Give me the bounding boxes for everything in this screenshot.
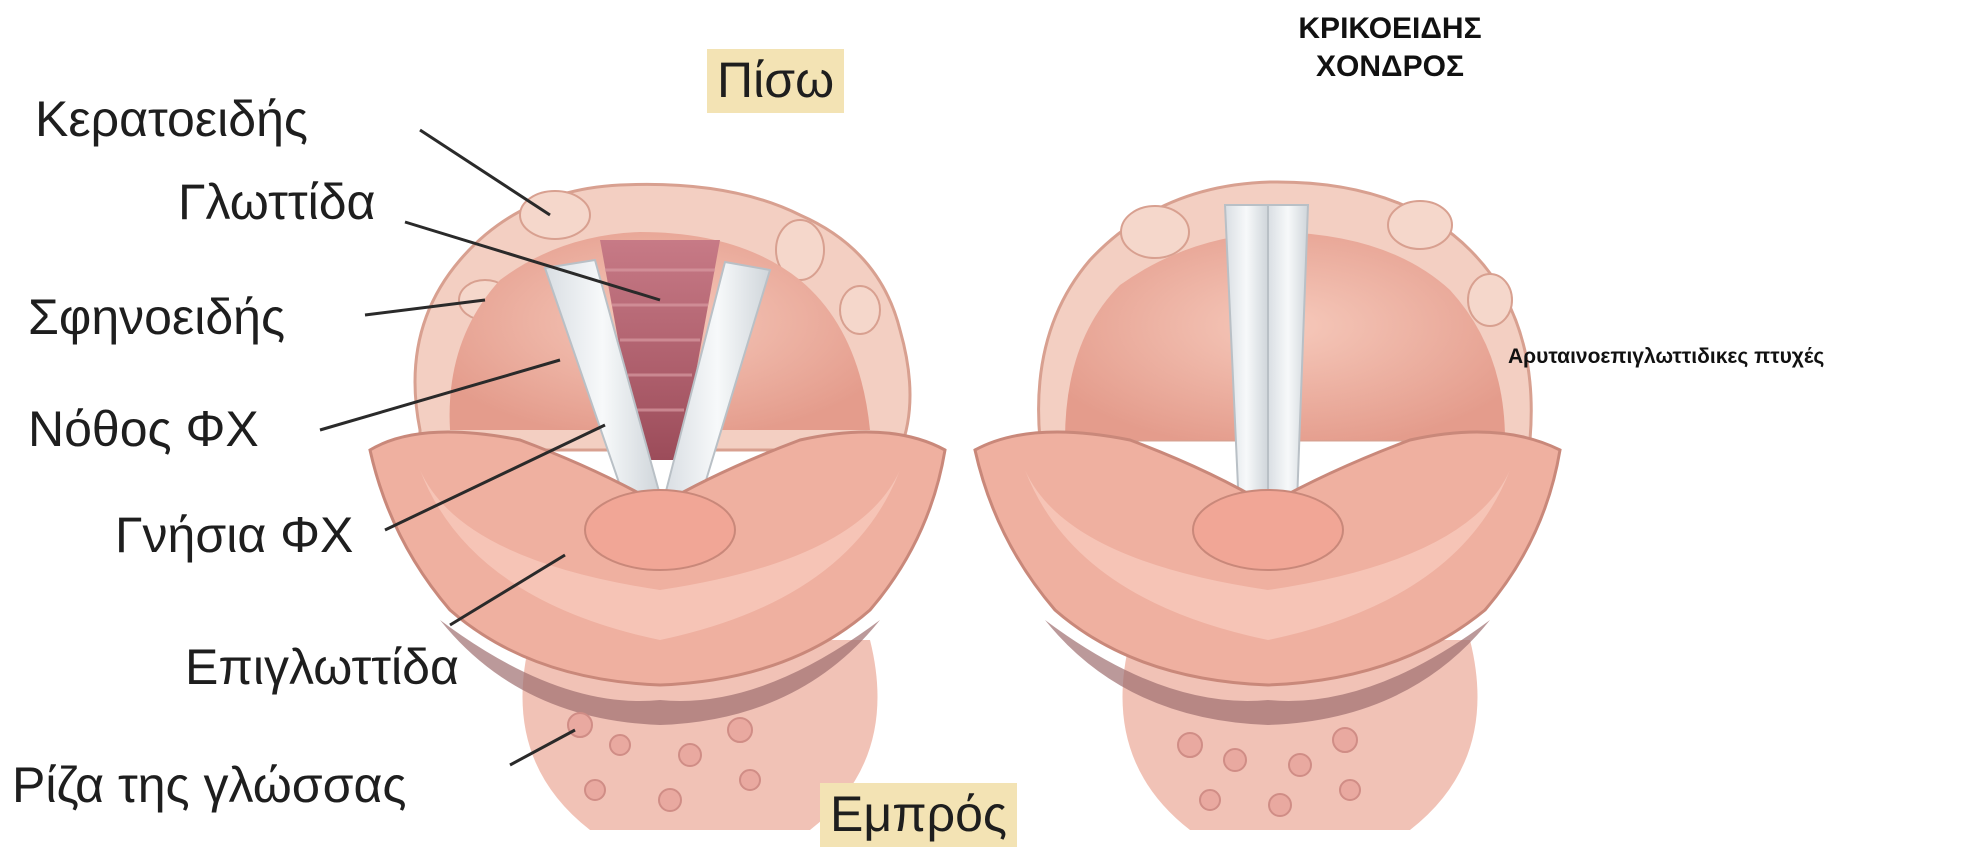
label-tongue-root: Ρίζα της γλώσσας <box>12 760 407 810</box>
label-glottis: Γλωττίδα <box>178 177 375 227</box>
right-larynx <box>975 182 1560 830</box>
left-epiglottic-tubercle <box>585 490 735 570</box>
left-larynx <box>370 184 945 830</box>
label-sphenoid: Σφηνοειδής <box>28 292 285 342</box>
label-cuneiform: Κερατοειδής <box>35 94 308 144</box>
orientation-back: Πίσω <box>707 49 844 113</box>
label-epiglottis: Επιγλωττίδα <box>185 642 459 692</box>
leader-cuneiform <box>420 130 550 215</box>
right-epiglottic-tubercle <box>1193 490 1343 570</box>
label-aryepiglottic-folds: Αρυταινοεπιγλωττιδικες πτυχές <box>1508 345 1824 369</box>
right-vocal-cord-right <box>1268 205 1308 530</box>
label-false-vocal-cords: Νόθος ΦΧ <box>28 404 259 454</box>
orientation-front: Εμπρός <box>820 783 1017 847</box>
left-corniculate-bump <box>520 191 590 239</box>
label-cricoid-cartilage: ΚΡΙΚΟΕΙΔΗΣ ΧΟΝΔΡΟΣ <box>1290 10 1490 86</box>
label-true-vocal-cords: Γνήσια ΦΧ <box>115 510 353 560</box>
